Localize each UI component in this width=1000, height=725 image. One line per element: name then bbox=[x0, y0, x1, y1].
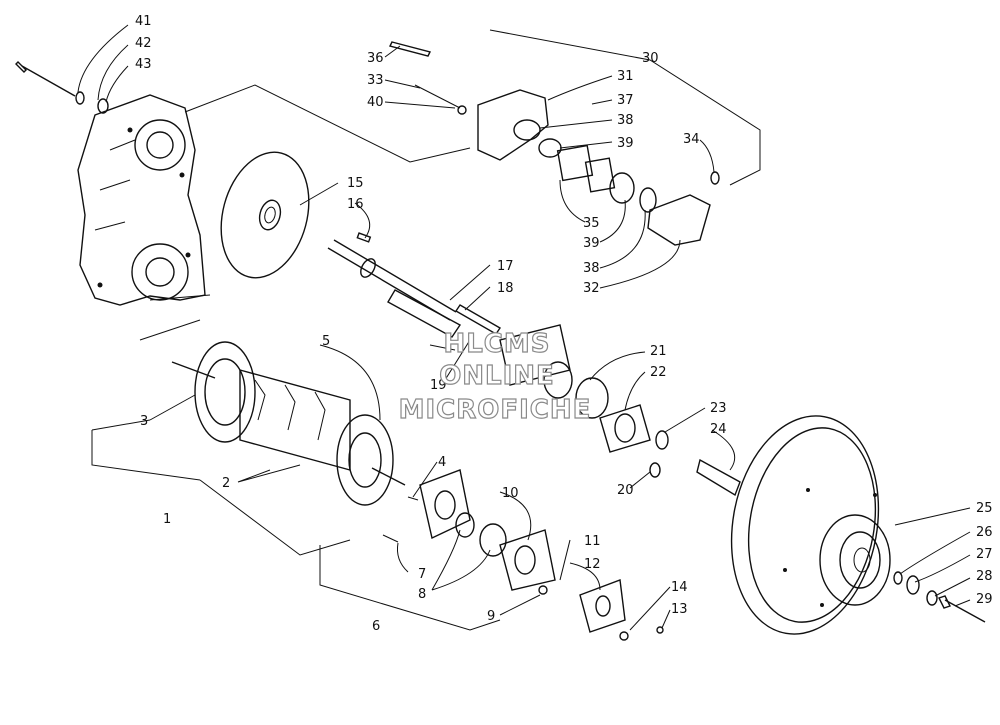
callout-43: 43 bbox=[135, 57, 152, 72]
callout-37: 37 bbox=[617, 93, 634, 108]
callout-17: 17 bbox=[497, 259, 514, 274]
secondary-shaft-group bbox=[429, 324, 741, 497]
key-16 bbox=[356, 232, 372, 243]
callout-1: 1 bbox=[163, 512, 171, 527]
washer-43 bbox=[97, 98, 109, 114]
watermark-line-3: MICROFICHE bbox=[399, 395, 592, 425]
callout-26: 26 bbox=[976, 525, 993, 540]
callout-9: 9 bbox=[487, 609, 495, 624]
callout-40: 40 bbox=[367, 95, 384, 110]
callout-2: 2 bbox=[222, 476, 230, 491]
callout-18: 18 bbox=[497, 281, 514, 296]
callout-3: 3 bbox=[140, 414, 148, 429]
callout-21: 21 bbox=[650, 344, 667, 359]
callout-31: 31 bbox=[617, 69, 634, 84]
callout-20: 20 bbox=[617, 483, 634, 498]
callout-16: 16 bbox=[347, 197, 364, 212]
callout-29: 29 bbox=[976, 592, 993, 607]
washer-26 bbox=[893, 571, 903, 585]
callout-35: 35 bbox=[583, 216, 600, 231]
callout-42: 42 bbox=[135, 36, 152, 51]
brake-disc bbox=[220, 151, 310, 279]
callout-labels: 41 42 43 36 33 40 30 31 37 38 39 34 15 1… bbox=[135, 14, 993, 634]
driven-disc bbox=[730, 415, 891, 635]
callout-24: 24 bbox=[710, 422, 727, 437]
callout-19: 19 bbox=[430, 378, 447, 393]
gearcase-housing bbox=[77, 94, 206, 306]
callout-15: 15 bbox=[347, 176, 364, 191]
bolt-29 bbox=[938, 595, 986, 623]
callout-6: 6 bbox=[372, 619, 380, 634]
callout-28: 28 bbox=[976, 569, 993, 584]
callout-14: 14 bbox=[671, 580, 688, 595]
bolt-41 bbox=[15, 61, 76, 97]
callout-36: 36 bbox=[367, 51, 384, 66]
callout-34: 34 bbox=[683, 132, 700, 147]
callout-12: 12 bbox=[584, 557, 601, 572]
callout-41: 41 bbox=[135, 14, 152, 29]
callout-11: 11 bbox=[584, 534, 601, 549]
watermark-line-1: HLCMS bbox=[443, 329, 550, 359]
callout-7: 7 bbox=[418, 567, 426, 582]
brake-caliper bbox=[388, 41, 720, 246]
clutch-assembly bbox=[171, 341, 406, 506]
callout-33: 33 bbox=[367, 73, 384, 88]
leader-lines bbox=[77, 24, 971, 631]
callout-22: 22 bbox=[650, 365, 667, 380]
watermark: HLCMS ONLINE MICROFICHE bbox=[398, 328, 592, 425]
bearing-housing-group bbox=[382, 469, 664, 641]
callout-10: 10 bbox=[502, 486, 519, 501]
callout-4: 4 bbox=[438, 455, 446, 470]
callout-38-top: 38 bbox=[617, 113, 634, 128]
washer-27 bbox=[906, 575, 920, 595]
callout-27: 27 bbox=[976, 547, 993, 562]
washer-28 bbox=[926, 590, 938, 606]
callout-38-bottom: 38 bbox=[583, 261, 600, 276]
callout-39-bottom: 39 bbox=[583, 236, 600, 251]
washer-42 bbox=[75, 91, 85, 105]
callout-8: 8 bbox=[418, 587, 426, 602]
callout-23: 23 bbox=[710, 401, 727, 416]
callout-5: 5 bbox=[322, 334, 330, 349]
watermark-line-2: ONLINE bbox=[439, 361, 555, 391]
jackshaft bbox=[327, 239, 501, 338]
callout-32: 32 bbox=[583, 281, 600, 296]
callout-13: 13 bbox=[671, 602, 688, 617]
group-lines bbox=[91, 29, 761, 631]
callout-25: 25 bbox=[976, 501, 993, 516]
callout-30: 30 bbox=[642, 51, 659, 66]
callout-39-top: 39 bbox=[617, 136, 634, 151]
